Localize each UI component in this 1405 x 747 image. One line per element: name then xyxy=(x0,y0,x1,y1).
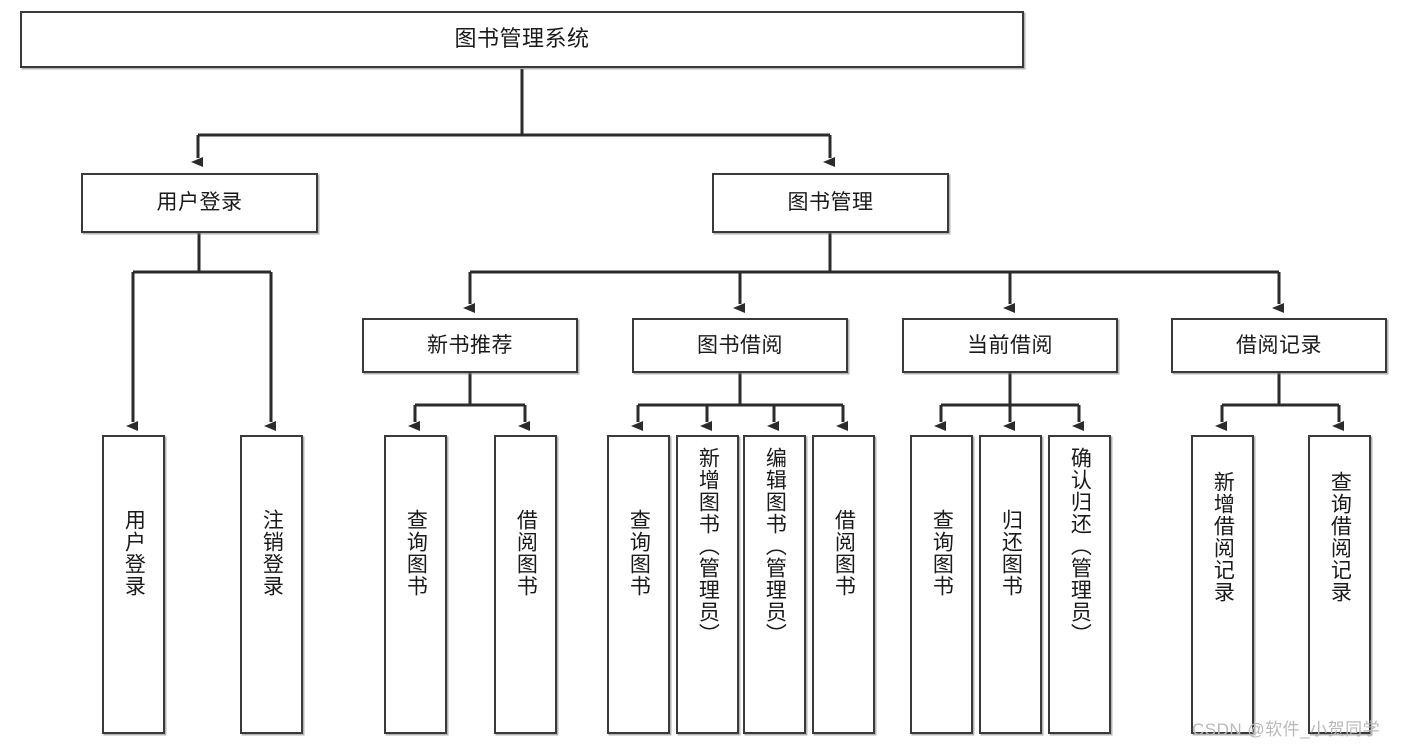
node-user-login[interactable]: 用户登录 xyxy=(81,173,318,233)
node-borrow-record[interactable]: 借阅记录 xyxy=(1171,318,1387,373)
leaf-return-book-label: 归还图书 xyxy=(999,509,1023,597)
leaf-add-record-label: 新增借阅记录 xyxy=(1211,471,1235,603)
leaf-user-login-label: 用户登录 xyxy=(122,509,146,597)
leaf-borrow-book-1[interactable]: 借阅图书 xyxy=(494,435,557,734)
node-book-borrow-label: 图书借阅 xyxy=(697,333,783,357)
leaf-add-record[interactable]: 新增借阅记录 xyxy=(1191,435,1254,734)
watermark-text: CSDN @软件_小贺同学 xyxy=(1192,720,1381,739)
node-current-borrow-label: 当前借阅 xyxy=(967,333,1053,357)
leaf-user-login[interactable]: 用户登录 xyxy=(102,435,165,734)
leaf-user-logout[interactable]: 注销登录 xyxy=(240,435,303,734)
leaf-user-logout-label: 注销登录 xyxy=(260,509,284,597)
node-user-login-label: 用户登录 xyxy=(156,191,243,215)
leaf-edit-book[interactable]: 编辑图书（管理员） xyxy=(743,435,806,734)
node-root[interactable]: 图书管理系统 xyxy=(20,11,1024,68)
node-book-manage[interactable]: 图书管理 xyxy=(712,173,949,233)
leaf-confirm-return-label: 确认归还（管理员） xyxy=(1068,447,1092,645)
node-root-label: 图书管理系统 xyxy=(454,26,590,52)
node-new-book-recommend[interactable]: 新书推荐 xyxy=(362,318,578,373)
node-current-borrow[interactable]: 当前借阅 xyxy=(902,318,1118,373)
leaf-borrow-book-1-label: 借阅图书 xyxy=(514,509,538,597)
node-book-borrow[interactable]: 图书借阅 xyxy=(632,318,848,373)
leaf-add-book[interactable]: 新增图书（管理员） xyxy=(676,435,739,734)
leaf-query-book-3[interactable]: 查询图书 xyxy=(910,435,973,734)
leaf-query-book-2-label: 查询图书 xyxy=(627,509,651,597)
node-borrow-record-label: 借阅记录 xyxy=(1236,333,1322,357)
leaf-query-book-3-label: 查询图书 xyxy=(930,509,954,597)
leaf-borrow-book-2-label: 借阅图书 xyxy=(832,509,856,597)
node-book-manage-label: 图书管理 xyxy=(787,191,874,215)
leaf-add-book-label: 新增图书（管理员） xyxy=(696,447,720,645)
leaf-query-record[interactable]: 查询借阅记录 xyxy=(1308,435,1371,734)
leaf-confirm-return[interactable]: 确认归还（管理员） xyxy=(1048,435,1111,734)
node-new-book-recommend-label: 新书推荐 xyxy=(427,333,513,357)
leaf-query-book-2[interactable]: 查询图书 xyxy=(607,435,670,734)
leaf-query-record-label: 查询借阅记录 xyxy=(1328,471,1352,603)
leaf-borrow-book-2[interactable]: 借阅图书 xyxy=(812,435,875,734)
leaf-query-book-1[interactable]: 查询图书 xyxy=(384,435,447,734)
leaf-edit-book-label: 编辑图书（管理员） xyxy=(763,447,787,645)
leaf-query-book-1-label: 查询图书 xyxy=(404,509,428,597)
leaf-return-book[interactable]: 归还图书 xyxy=(979,435,1042,734)
